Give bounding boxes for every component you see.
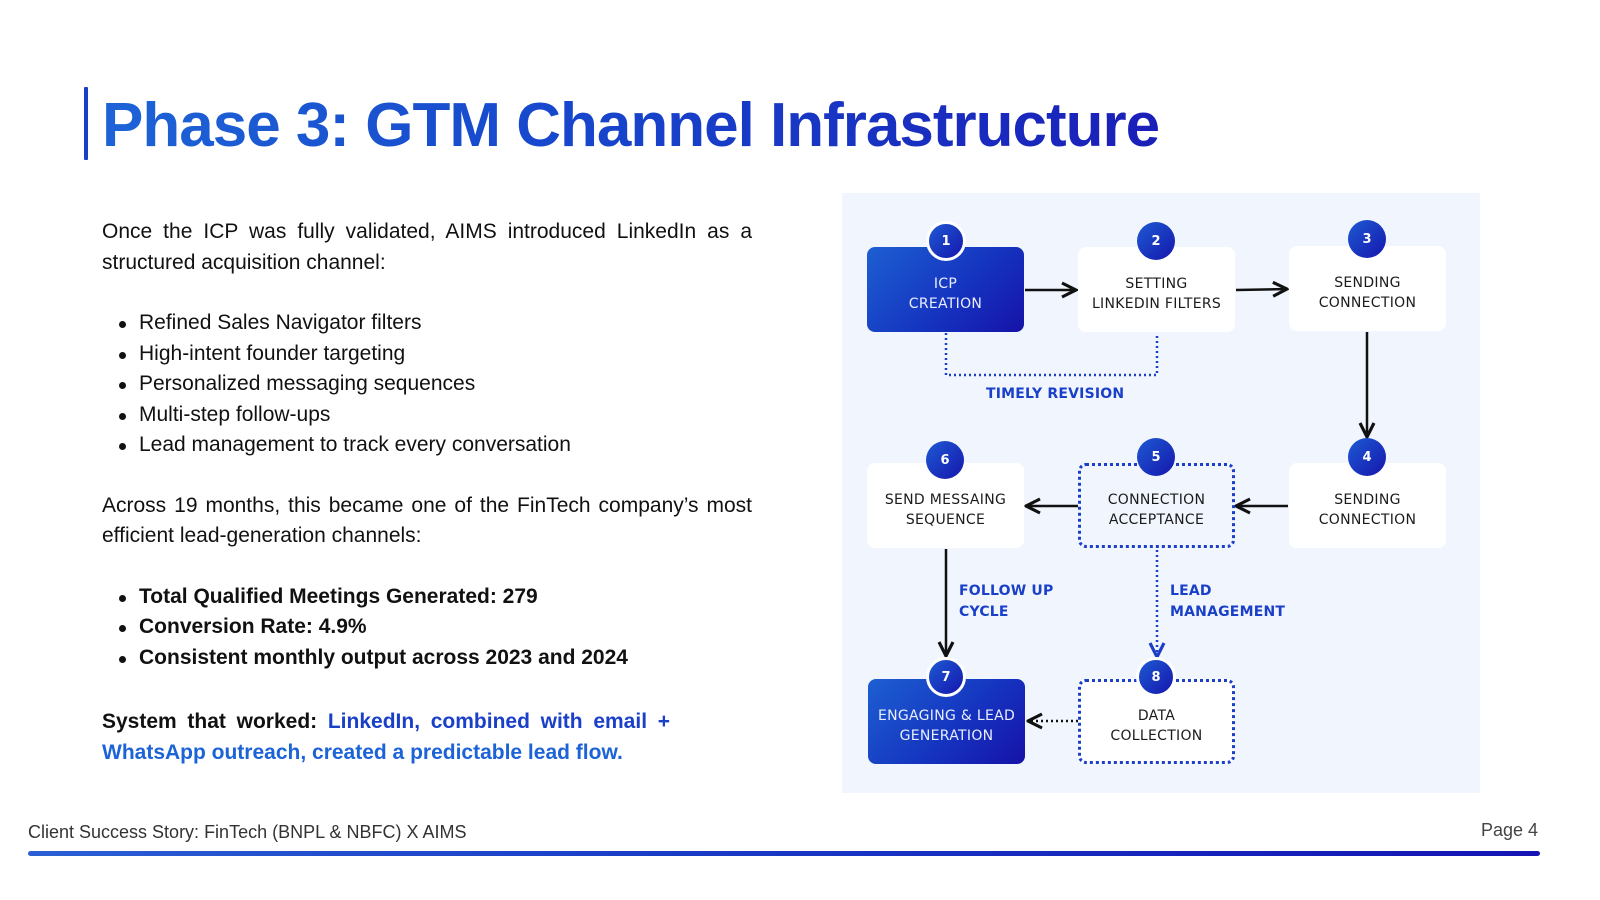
results-list: Total Qualified Meetings Generated: 279 …: [102, 582, 752, 674]
node-label: SETTING: [1125, 275, 1188, 292]
result-item: Total Qualified Meetings Generated: 279: [119, 582, 752, 613]
step-badge: 4: [1348, 438, 1386, 476]
list-item: High-intent founder targeting: [119, 339, 752, 370]
summary-highlight-2: WhatsApp outreach, created a predictable…: [102, 740, 623, 764]
step-badge: 7: [926, 657, 966, 697]
flow-node-send-messaging-sequence: SEND MESSAING SEQUENCE: [867, 463, 1024, 548]
list-item: Lead management to track every conversat…: [119, 430, 752, 461]
body-text: Once the ICP was fully validated, AIMS i…: [102, 217, 752, 768]
summary-label: System that worked:: [102, 710, 318, 733]
flow-node-sending-connection-1: SENDING CONNECTION: [1289, 246, 1446, 331]
node-label: CONNECTION: [1318, 294, 1417, 311]
step-badge: 2: [1137, 222, 1175, 260]
node-label: DATA: [1137, 707, 1176, 724]
flow-node-icp-creation: ICP CREATION: [867, 247, 1024, 332]
summary-paragraph: System that worked: LinkedIn, combined w…: [102, 707, 670, 768]
label-line: LEAD: [1170, 583, 1212, 599]
node-label: CREATION: [908, 295, 983, 312]
label-line: FOLLOW UP: [959, 583, 1054, 599]
node-label: CONNECTION: [1107, 491, 1206, 508]
page-title: Phase 3: GTM Channel Infrastructure: [102, 91, 1160, 160]
node-label: CONNECTION: [1318, 511, 1417, 528]
step-badge: 8: [1136, 657, 1176, 697]
flow-node-setting-linkedin-filters: SETTING LINKEDIN FILTERS: [1078, 247, 1235, 332]
node-label: ICP: [933, 275, 958, 292]
step-badge: 3: [1348, 220, 1386, 258]
step-badge: 5: [1137, 438, 1175, 476]
label-line: MANAGEMENT: [1170, 604, 1286, 620]
node-label: ENGAGING & LEAD: [877, 707, 1016, 724]
footer-divider: [28, 851, 1540, 856]
result-item: Conversion Rate: 4.9%: [119, 612, 752, 643]
node-label: SENDING: [1334, 491, 1401, 508]
list-item: Refined Sales Navigator filters: [119, 308, 752, 339]
step-badge: 6: [926, 441, 964, 479]
result-item: Consistent monthly output across 2023 an…: [119, 643, 752, 674]
intro-paragraph: Once the ICP was fully validated, AIMS i…: [102, 220, 752, 274]
lead-management-label: LEAD MANAGEMENT: [1170, 581, 1285, 623]
node-label: SEQUENCE: [905, 511, 986, 528]
footer-caption: Client Success Story: FinTech (BNPL & NB…: [28, 822, 467, 842]
node-label: GENERATION: [899, 727, 994, 744]
label-line: CYCLE: [959, 604, 1009, 620]
results-intro-paragraph: Across 19 months, this became one of the…: [102, 493, 752, 548]
list-item: Multi-step follow-ups: [119, 400, 752, 431]
node-label: LINKEDIN FILTERS: [1091, 295, 1222, 312]
node-label: ACCEPTANCE: [1108, 511, 1205, 528]
title-accent-bar: [84, 87, 88, 160]
step-badge: 1: [926, 221, 966, 261]
summary-highlight-1: LinkedIn, combined with email +: [327, 710, 670, 733]
timely-revision-label: TIMELY REVISION: [986, 386, 1125, 402]
page-number: Page 4: [1480, 820, 1538, 840]
tactics-list: Refined Sales Navigator filters High-int…: [102, 308, 752, 461]
list-item: Personalized messaging sequences: [119, 369, 752, 400]
follow-up-cycle-label: FOLLOW UP CYCLE: [959, 581, 1053, 623]
node-label: COLLECTION: [1110, 727, 1203, 744]
flow-node-sending-connection-2: SENDING CONNECTION: [1289, 463, 1446, 548]
node-label: SEND MESSAING: [884, 491, 1007, 508]
node-label: SENDING: [1334, 274, 1401, 291]
